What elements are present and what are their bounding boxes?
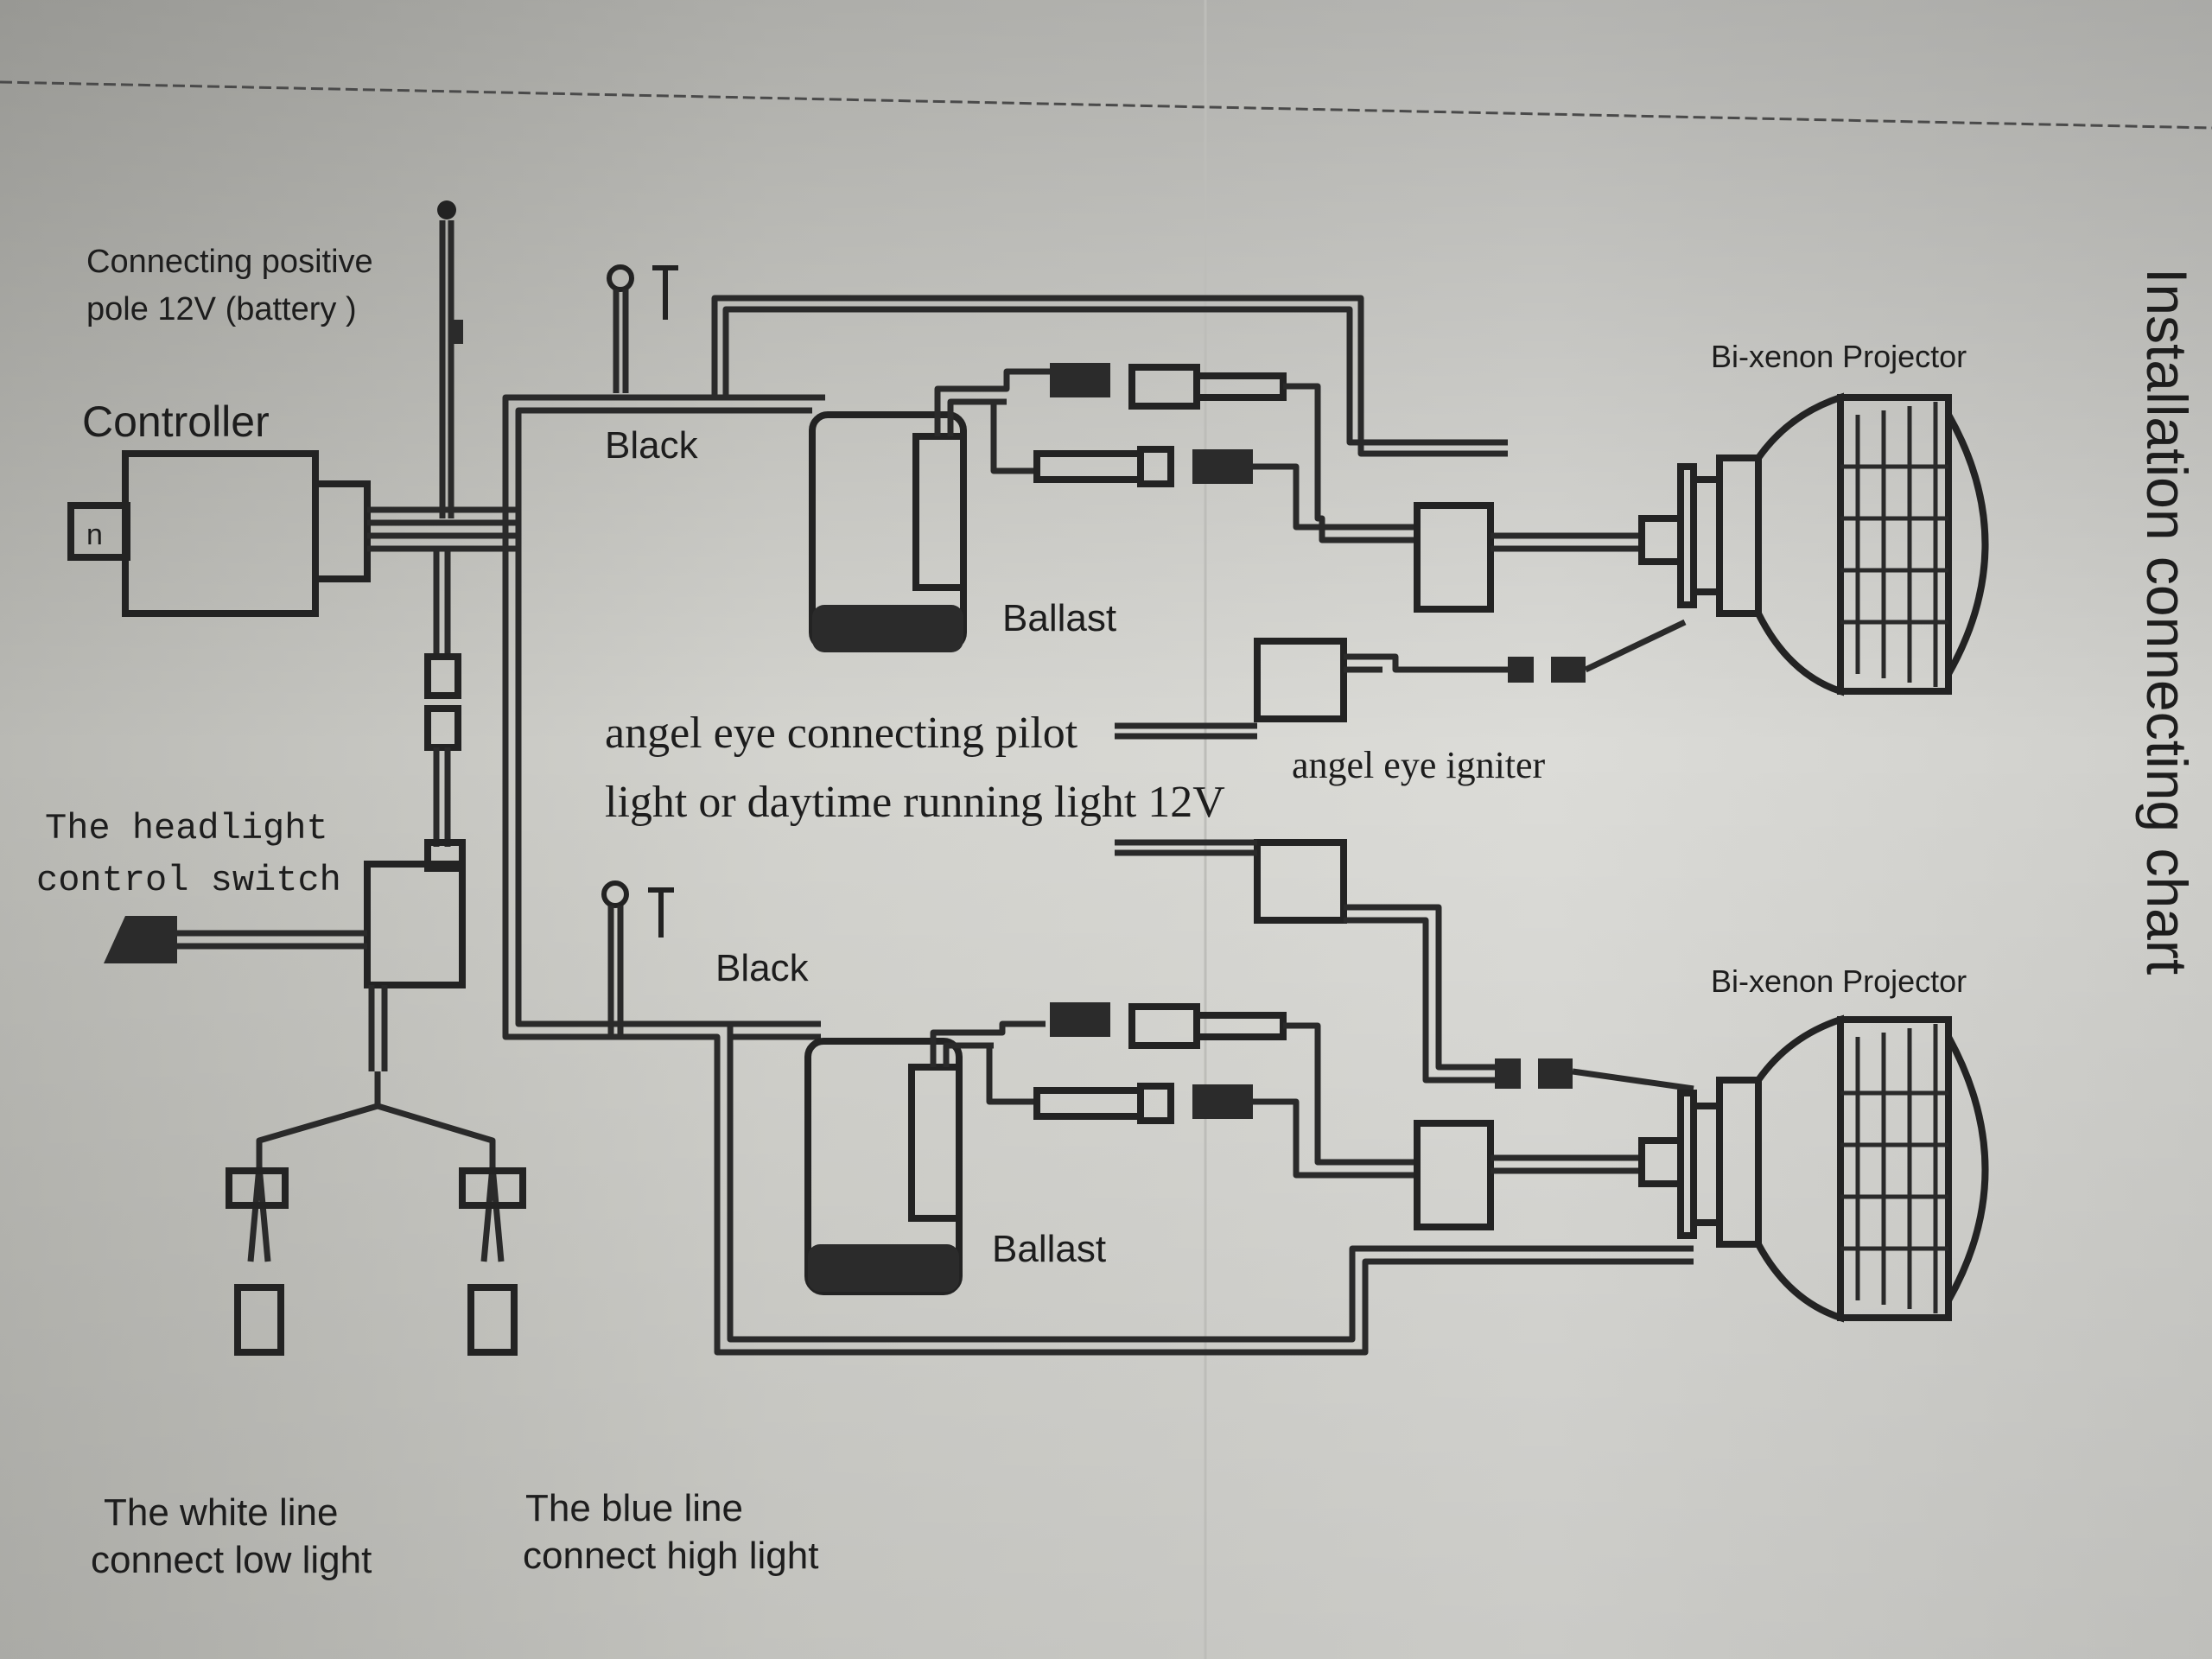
projector-top (1677, 392, 1989, 696)
bottom-loop-wire (665, 1020, 1694, 1356)
ground-top (607, 264, 678, 393)
ballast-top-label: Ballast (1002, 597, 1116, 639)
battery-label-line1: Connecting positive (86, 244, 373, 280)
title-label: Installation connecting chart (2135, 268, 2199, 975)
angel-eye-igniter-label: angel eye igniter (1292, 744, 1546, 786)
bottom-feed (730, 1020, 821, 1040)
dashed-border (0, 80, 2212, 130)
white-line-line1: The white line (104, 1491, 338, 1534)
projector-bottom (1677, 1014, 1989, 1323)
headlight-switch-line1: The headlight (45, 808, 328, 849)
angel-eye-pilot-line1: angel eye connecting pilot (605, 709, 1078, 758)
top-feed (502, 394, 825, 518)
angel-eye-bottom (1115, 839, 1694, 1092)
svg-text:n: n (86, 518, 103, 551)
projector-top-label: Bi-xenon Projector (1711, 339, 1967, 374)
projector-bottom-label: Bi-xenon Projector (1711, 963, 1967, 999)
ballast-bottom (804, 1020, 1046, 1295)
angel-eye-top (1115, 619, 1687, 740)
blue-line-line2: connect high light (523, 1535, 818, 1577)
controller-label: Controller (82, 397, 270, 446)
black-top-label: Black (605, 424, 699, 467)
ballast-top (809, 368, 1054, 652)
black-bottom-label: Black (715, 947, 810, 989)
ballast-bottom-label: Ballast (992, 1228, 1106, 1270)
controller-unit: n (67, 450, 518, 617)
battery-lead (437, 200, 463, 518)
headlight-switch-line2: control switch (36, 860, 341, 901)
ground-bottom (601, 880, 674, 1037)
connectors-bottom (1033, 1002, 1417, 1179)
white-line-line2: connect low light (91, 1539, 372, 1581)
switch-harness (104, 549, 526, 1356)
top-loop-wire (711, 295, 1508, 457)
connectors-top (1033, 363, 1417, 543)
battery-label-line2: pole 12V (battery ) (86, 291, 357, 327)
blue-line-line1: The blue line (525, 1487, 743, 1529)
angel-eye-pilot-line2: light or daytime running light 12V (605, 778, 1225, 827)
